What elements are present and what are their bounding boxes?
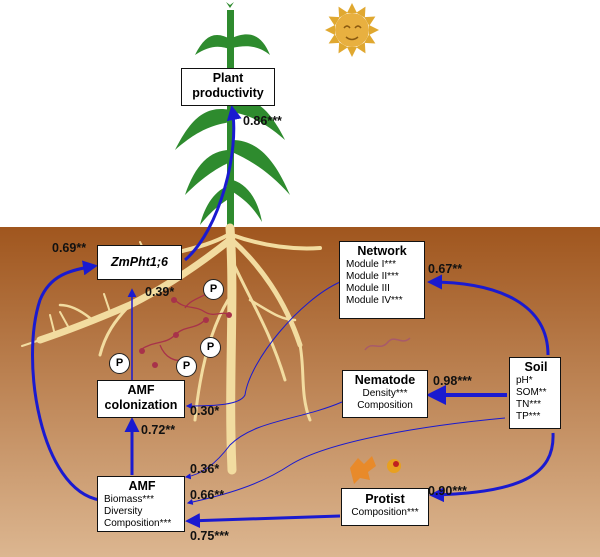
soil-som: SOM** (516, 387, 547, 398)
coef-nematode-to-amf: 0.36* (190, 462, 220, 476)
coef-amf-to-zmpht: 0.69** (52, 241, 87, 255)
coef-colonization-to-zmpht: 0.39* (145, 285, 175, 299)
phosphate-badge: P (203, 279, 224, 300)
root-system-icon (21, 223, 322, 475)
nematode-composition: Composition (357, 400, 413, 411)
network-module-4: Module IV*** (346, 295, 403, 306)
zmpht-title: ZmPht1;6 (111, 255, 168, 269)
path-arrows (31, 105, 555, 529)
zmpht-box: ZmPht1;6 (97, 245, 182, 280)
network-module-2: Module II*** (346, 271, 399, 282)
amf-composition: Composition*** (104, 518, 172, 529)
soil-box: Soil pH* SOM** TN*** TP*** (509, 357, 561, 429)
plant-productivity-title-line2: productivity (192, 86, 264, 100)
coef-soil-to-protist: 0.90*** (428, 484, 467, 498)
coef-zmpht-to-plant: 0.86*** (243, 114, 282, 128)
amf-diversity: Diversity (104, 506, 143, 517)
arrow-zmpht-to-plant (184, 105, 242, 262)
phosphate-badge: P (109, 353, 130, 374)
coef-soil-to-network: 0.67** (428, 262, 463, 276)
amf-colonization-title-line2: colonization (104, 398, 178, 412)
network-module-1: Module I*** (346, 259, 397, 270)
network-module-3: Module III (346, 283, 390, 294)
coef-amf-to-colonization: 0.72** (141, 423, 176, 437)
arrow-network-to-colonization (185, 281, 341, 409)
arrow-nematode-to-amf (184, 401, 343, 480)
amf-colonization-title-line1: AMF (127, 383, 155, 397)
protist-icon (350, 456, 401, 484)
sun-icon (325, 3, 379, 57)
plant-productivity-box: Plant productivity (181, 68, 275, 106)
amf-colonization-box: AMF colonization (97, 380, 185, 418)
protist-title: Protist (365, 492, 405, 506)
network-box: Network Module I*** Module II*** Module … (339, 241, 425, 319)
arrow-soil-to-network (427, 274, 550, 356)
protist-composition: Composition*** (351, 507, 419, 518)
phosphate-badge: P (176, 356, 197, 377)
amf-title: AMF (128, 479, 156, 493)
coef-network-to-colonization: 0.30* (190, 404, 220, 418)
arrow-amf-to-zmpht (31, 260, 101, 502)
protist-box: Protist Composition*** (341, 488, 429, 526)
coef-soil-to-nematode: 0.98*** (433, 374, 472, 388)
nematode-density: Density*** (362, 388, 408, 399)
soil-tn: TN*** (516, 399, 542, 410)
network-title: Network (357, 244, 407, 258)
amf-box: AMF Biomass*** Diversity Composition*** (97, 476, 185, 532)
coef-soil-to-amf: 0.66** (190, 488, 225, 502)
nematode-title: Nematode (354, 373, 416, 387)
plant-productivity-title-line1: Plant (212, 71, 244, 85)
arrow-protist-to-amf (185, 513, 341, 529)
soil-ph: pH* (516, 375, 533, 386)
soil-tp: TP*** (516, 411, 541, 422)
phosphate-badge: P (200, 337, 221, 358)
nematode-worm-icon (364, 337, 411, 351)
nematode-box: Nematode Density*** Composition (342, 370, 428, 418)
soil-title: Soil (524, 360, 548, 374)
amf-biomass: Biomass*** (104, 494, 155, 505)
arrow-soil-to-protist (429, 432, 555, 503)
arrow-soil-to-amf (186, 417, 506, 505)
coef-protist-to-amf: 0.75*** (190, 529, 229, 543)
